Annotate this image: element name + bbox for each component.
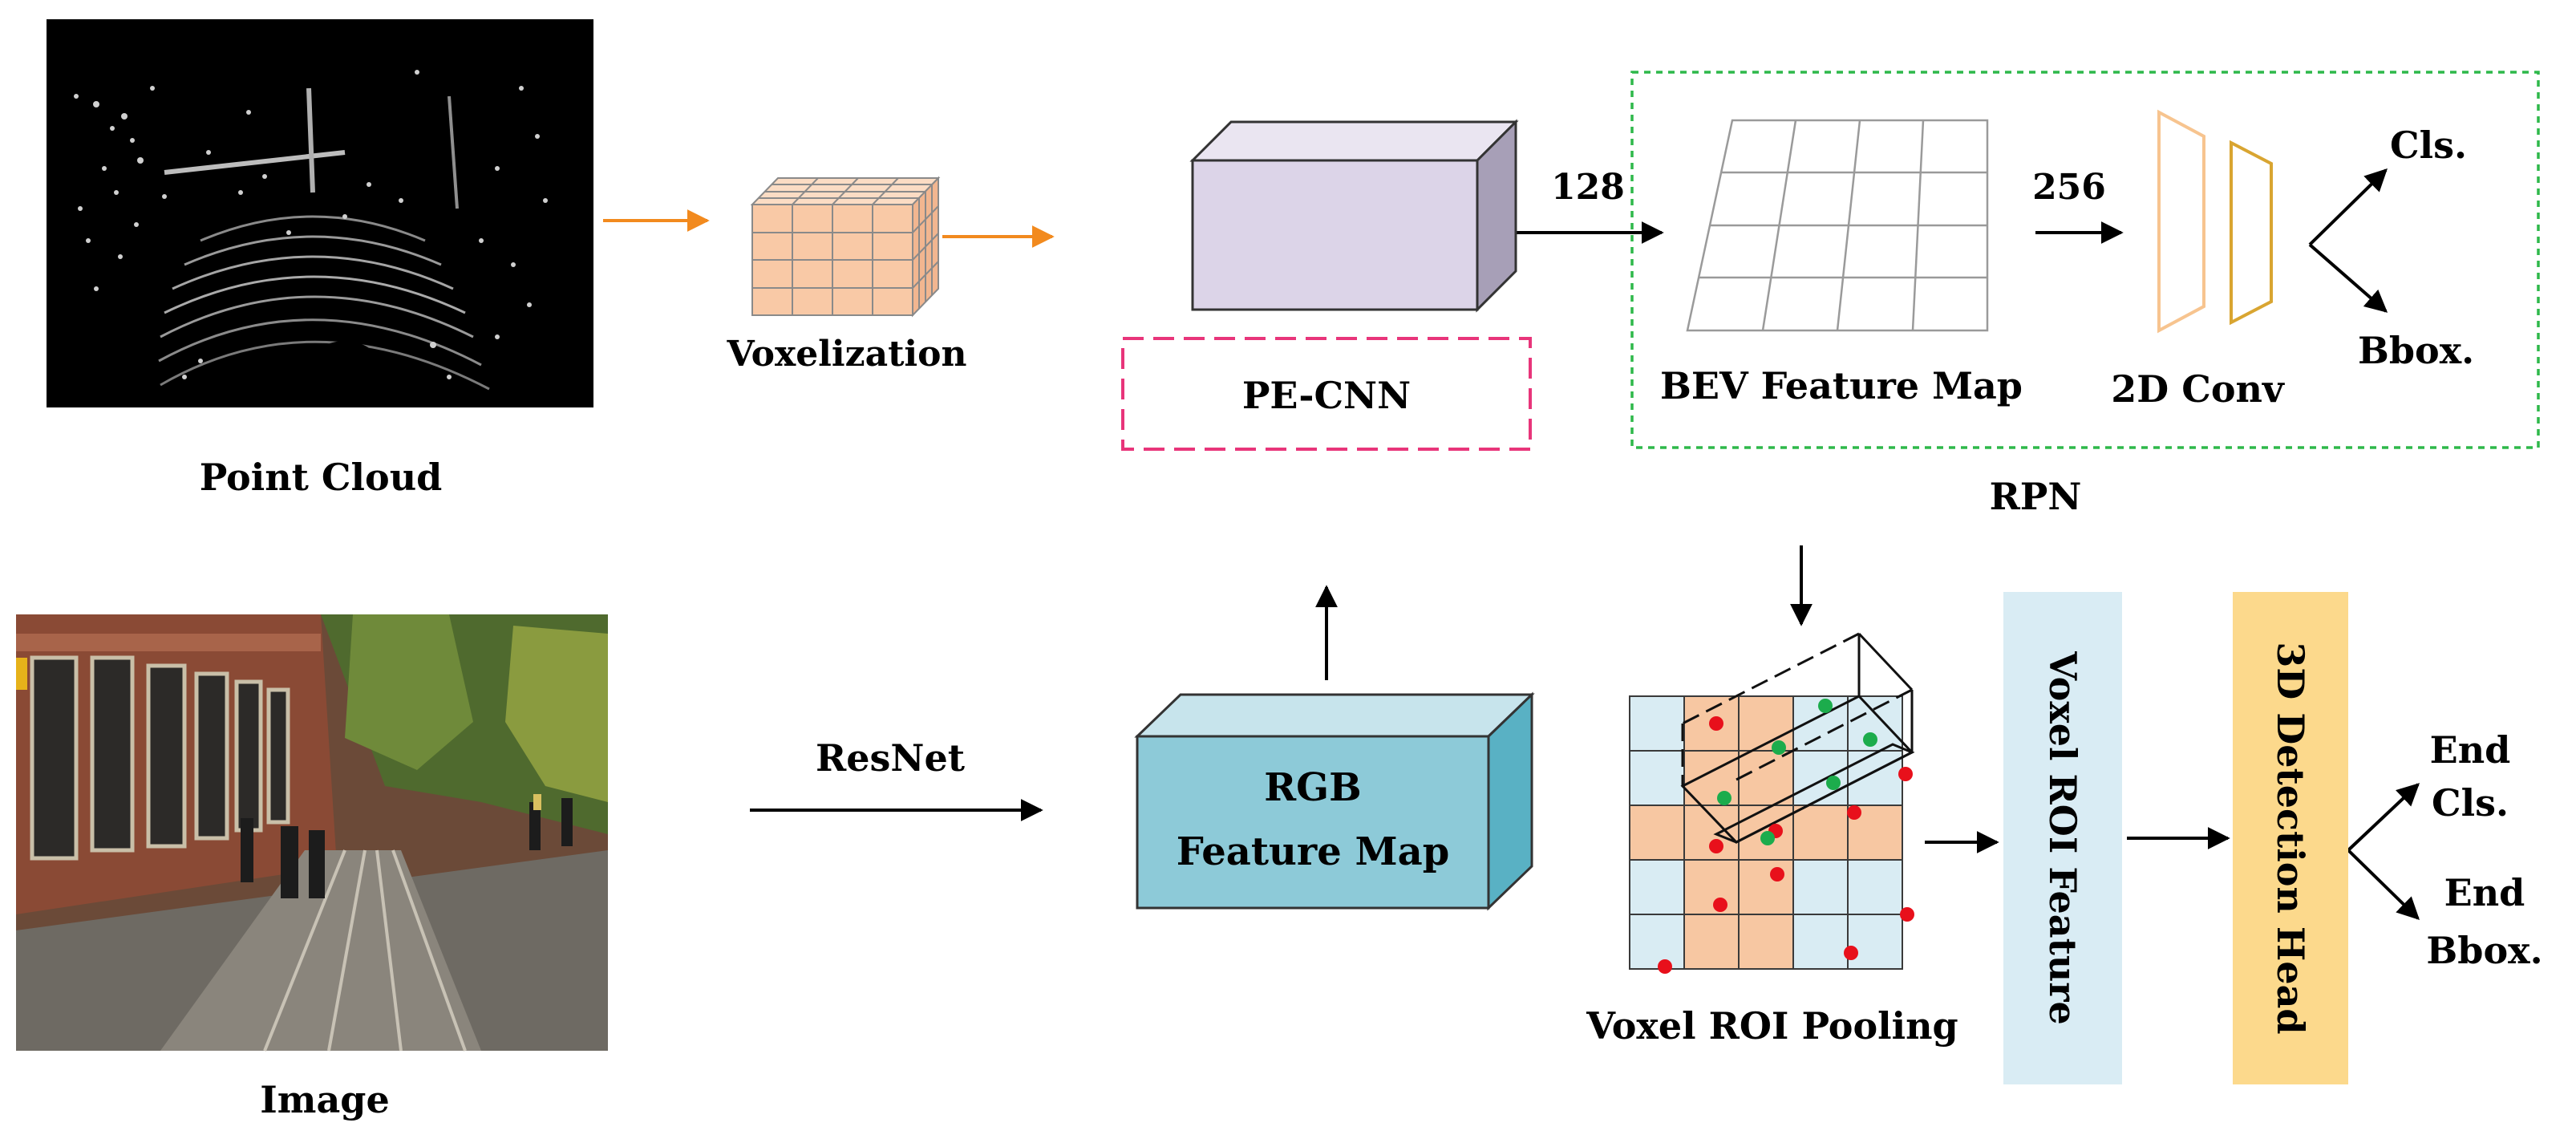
camera-image (16, 614, 608, 1052)
roi-points (1658, 699, 1914, 974)
red-point (1847, 805, 1861, 820)
pool-cell (1683, 805, 1740, 861)
pool-cell (1629, 695, 1685, 752)
voxel-cube (750, 176, 941, 318)
pool-cell (1629, 750, 1685, 806)
pool-cell (1683, 914, 1740, 970)
green-point (1826, 776, 1841, 790)
red-point (1900, 907, 1914, 922)
rgb-label-line1: RGB (1264, 765, 1362, 810)
bev-feature-map-grid (1686, 119, 1989, 332)
bbox-label: Bbox. (2358, 329, 2475, 372)
green-point (1760, 831, 1775, 845)
green-point (1863, 732, 1877, 747)
rgb-label-line2: Feature Map (1176, 829, 1450, 874)
voxel-roi-feature-bar (2003, 592, 2122, 1084)
channels-128-label: 128 (1551, 167, 1625, 208)
red-point (1898, 767, 1913, 781)
detection-head-label: 3D Detection Head (2269, 642, 2312, 1035)
point-cloud-image (47, 19, 593, 407)
green-point (1772, 740, 1786, 755)
pool-cell (1629, 805, 1685, 861)
pool-cell (1792, 750, 1849, 806)
cls-label: Cls. (2390, 124, 2467, 167)
conv-layer-2 (2230, 140, 2273, 326)
end-bbox-label-line2: Bbox. (2426, 929, 2543, 972)
pool-cell (1847, 859, 1903, 915)
rgb-feature-map-block (1134, 691, 1535, 911)
voxel-roi-pooling-label: Voxel ROI Pooling (1586, 1004, 1958, 1048)
rpn-label: RPN (1989, 475, 2082, 518)
arrow-to-bbox (2308, 243, 2388, 313)
arrow-to-cls (2308, 168, 2388, 246)
pool-cell (1738, 914, 1794, 970)
pool-cell (1629, 859, 1685, 915)
pecnn-dashed-box (1121, 337, 1532, 451)
image-label: Image (260, 1078, 390, 1121)
detection-head-bar (2233, 592, 2348, 1084)
rpn-region (1630, 71, 2540, 449)
conv2d-label: 2D Conv (2111, 367, 2284, 411)
bev-feature-map-label: BEV Feature Map (1660, 364, 2023, 407)
end-bbox-label-line1: End (2444, 871, 2525, 914)
pool-cell (1629, 914, 1685, 970)
pool-cell (1792, 859, 1849, 915)
pool-cell (1847, 750, 1903, 806)
conv-layer-1 (2157, 109, 2205, 334)
channels-256-label: 256 (2032, 167, 2106, 208)
arrow-to-end-bbox (2347, 849, 2420, 920)
point-cloud-label: Point Cloud (199, 456, 443, 499)
pool-cell (1792, 805, 1849, 861)
pecnn-label: PE-CNN (1241, 374, 1412, 417)
red-point (1713, 898, 1727, 912)
red-point (1709, 839, 1723, 853)
end-cls-label-line1: End (2429, 728, 2511, 772)
pool-cell (1792, 914, 1849, 970)
pool-cell (1738, 750, 1794, 806)
voxel-roi-feature-label: Voxel ROI Feature (2041, 651, 2084, 1025)
pool-cell (1738, 859, 1794, 915)
end-cls-label-line2: Cls. (2432, 781, 2509, 825)
roi-box-3d (1680, 632, 1915, 844)
pool-cell (1847, 914, 1903, 970)
arrow-to-end-cls (2347, 783, 2420, 852)
green-point (1717, 791, 1732, 805)
voxelization-label: Voxelization (727, 334, 967, 375)
pool-cell (1683, 859, 1740, 915)
pecnn-block (1189, 119, 1519, 313)
red-point (1658, 959, 1672, 974)
red-point (1844, 946, 1858, 960)
resnet-label: ResNet (816, 736, 965, 780)
green-point (1818, 699, 1833, 713)
red-point (1709, 716, 1723, 731)
red-point (1770, 867, 1784, 882)
